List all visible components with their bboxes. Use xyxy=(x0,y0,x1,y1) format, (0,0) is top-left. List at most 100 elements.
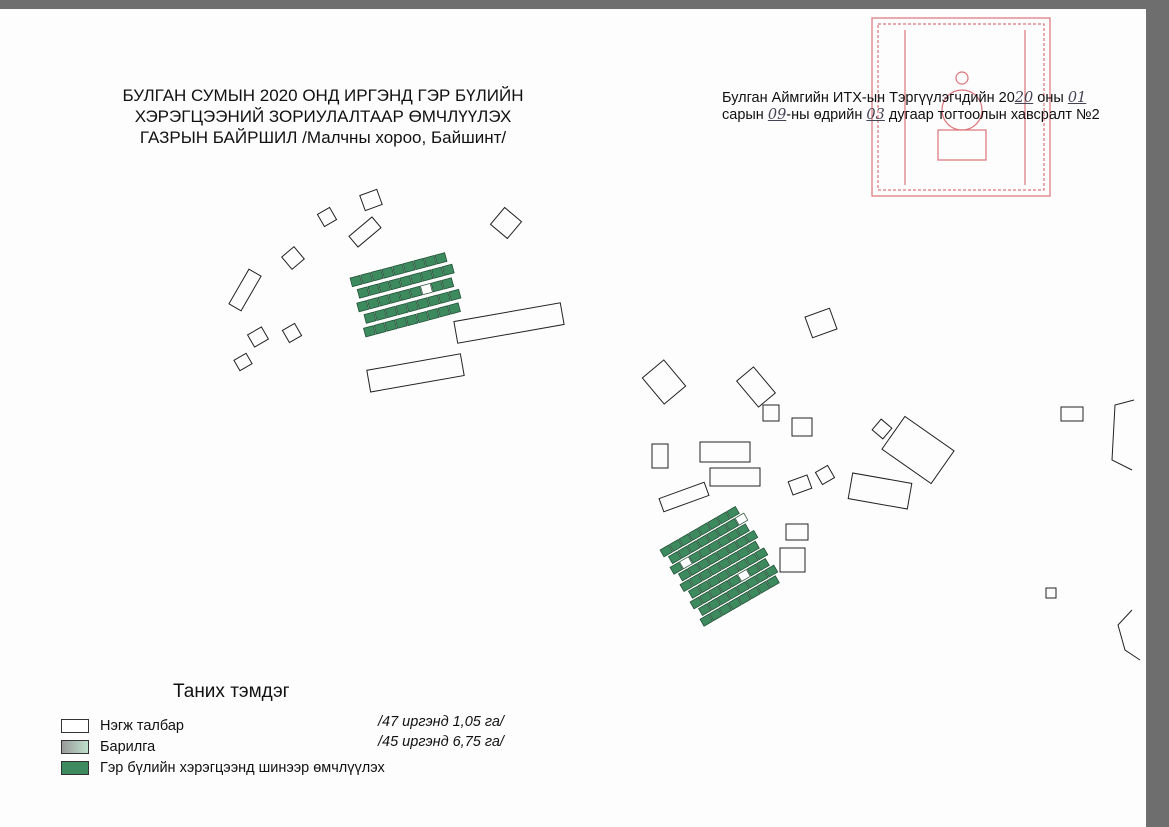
new-allocation-parcel xyxy=(707,597,722,611)
new-allocation-parcel xyxy=(367,283,381,296)
new-allocation-parcel xyxy=(427,294,441,307)
new-allocation-parcel xyxy=(715,523,730,537)
new-allocation-parcel xyxy=(392,263,405,276)
new-allocation-parcel xyxy=(708,562,722,576)
unit-parcel xyxy=(734,512,749,526)
new-allocation-parcel xyxy=(699,613,714,627)
new-allocation-parcel xyxy=(687,563,702,576)
scanned-document: БУЛГАН СУМЫН 2020 ОНД ИРГЭНД ГЭР БҮЛИЙН … xyxy=(0,9,1146,827)
new-allocation-parcel xyxy=(725,541,740,554)
new-allocation-parcel xyxy=(441,263,455,276)
title-line: ХЭРЭГЦЭЭНИЙ ЗОРИУЛАЛТААР ӨМЧЛҮҮЛЭХ xyxy=(134,107,512,126)
new-allocation-parcel xyxy=(398,288,412,301)
new-allocation-parcel xyxy=(707,517,721,530)
new-allocation-parcel xyxy=(726,563,740,577)
official-stamp xyxy=(871,17,1051,197)
handwritten-month: 01 xyxy=(1067,90,1087,106)
new-allocation-parcel xyxy=(706,529,720,543)
annex-text: дугаар тогтоолын хавсралт №2 xyxy=(884,107,1100,123)
new-allocation-parcel xyxy=(405,313,419,326)
new-allocation-parcel xyxy=(716,546,730,560)
new-allocation-parcel xyxy=(747,586,761,600)
parcel xyxy=(246,326,270,348)
new-allocation-parcel xyxy=(669,561,684,575)
new-allocation-parcel xyxy=(718,579,732,593)
new-allocation-parcel xyxy=(426,308,440,321)
new-allocation-parcel xyxy=(679,579,694,593)
new-allocation-parcel xyxy=(736,523,750,537)
parcel xyxy=(1111,399,1135,471)
new-allocation-parcel xyxy=(409,272,423,285)
new-allocation-parcel xyxy=(377,294,391,307)
new-allocation-parcel xyxy=(707,539,722,553)
legend-title: Таних тэмдэг xyxy=(173,681,290,702)
new-allocation-parcel xyxy=(745,575,760,589)
new-allocation-parcel xyxy=(699,590,713,604)
new-allocation-parcels-south xyxy=(659,506,780,627)
new-allocation-parcel xyxy=(667,551,682,565)
new-allocation-parcel xyxy=(708,585,723,599)
legend-swatch-unit-parcel xyxy=(61,718,89,733)
map-title: БУЛГАН СУМЫН 2020 ОНД ИРГЭНД ГЭР БҮЛИЙН … xyxy=(88,85,558,148)
new-allocation-parcel xyxy=(756,557,770,571)
new-allocation-parcel xyxy=(402,260,416,273)
new-allocation-parcel xyxy=(689,573,703,587)
annex-text: оны xyxy=(1033,90,1068,106)
unit-parcel xyxy=(737,568,751,582)
parcel xyxy=(348,216,382,248)
new-allocation-parcel xyxy=(697,580,712,594)
new-allocation-parcel xyxy=(395,303,409,316)
parcel xyxy=(228,268,262,312)
new-allocation-parcel xyxy=(430,280,444,293)
new-allocation-parcel xyxy=(349,274,363,288)
new-allocation-parcel xyxy=(754,547,769,561)
parcel xyxy=(847,472,913,510)
parcel xyxy=(316,206,338,228)
parcel xyxy=(1045,587,1057,599)
new-allocation-parcel xyxy=(388,277,402,291)
annex-text: Булган Аймгийн ИТХ-ын Тэргүүлэгчдийн 20 xyxy=(722,90,1015,106)
new-allocation-parcel xyxy=(689,596,704,610)
legend-label: Нэгж талбар xyxy=(100,717,184,734)
legend-swatch-new-allocation xyxy=(61,760,89,775)
legend-item: Гэр бүлийн хэрэгцээнд шинээр өмчлүүлэх xyxy=(61,757,385,778)
new-allocation-parcel xyxy=(434,252,448,265)
new-allocation-parcel xyxy=(726,528,741,542)
new-allocation-parcel xyxy=(716,569,731,583)
new-allocation-parcel xyxy=(420,269,434,282)
parcel xyxy=(281,246,305,270)
new-allocation-parcel xyxy=(698,568,713,582)
new-allocation-parcel xyxy=(736,581,750,595)
unit-parcels xyxy=(228,188,1141,661)
parcel xyxy=(709,467,761,487)
annex-text: сарын xyxy=(722,107,768,123)
new-allocation-parcel xyxy=(388,291,402,304)
annex-reference: Булган Аймгийн ИТХ-ын Тэргүүлэгчдийн 202… xyxy=(722,90,1100,124)
new-allocation-parcel xyxy=(746,540,760,554)
new-allocation-parcel xyxy=(678,533,693,547)
new-allocation-parcel xyxy=(727,574,742,588)
new-allocation-parcel xyxy=(366,297,380,310)
parcel xyxy=(779,547,806,573)
handwritten-number: 03 xyxy=(866,107,885,123)
new-allocation-parcel xyxy=(717,592,731,606)
new-allocation-parcel xyxy=(416,310,430,324)
new-allocation-parcel xyxy=(717,557,732,571)
parcel xyxy=(489,206,523,240)
new-allocation-parcel xyxy=(363,311,377,324)
new-allocation-parcel xyxy=(406,300,419,313)
legend-label: Барилга xyxy=(100,738,156,755)
parcel xyxy=(366,353,465,393)
new-allocation-parcel xyxy=(677,545,692,559)
new-allocation-parcel xyxy=(384,305,398,319)
new-allocation-parcel xyxy=(677,568,692,582)
parcel xyxy=(814,464,836,486)
new-allocation-parcel xyxy=(416,297,430,310)
parcel xyxy=(1117,609,1141,661)
parcel xyxy=(804,307,838,339)
new-allocation-parcel xyxy=(697,557,711,571)
new-allocation-parcels-north xyxy=(349,252,462,338)
new-allocation-parcel xyxy=(356,300,370,313)
new-allocation-parcel xyxy=(764,564,779,578)
new-allocation-parcel xyxy=(669,539,683,552)
